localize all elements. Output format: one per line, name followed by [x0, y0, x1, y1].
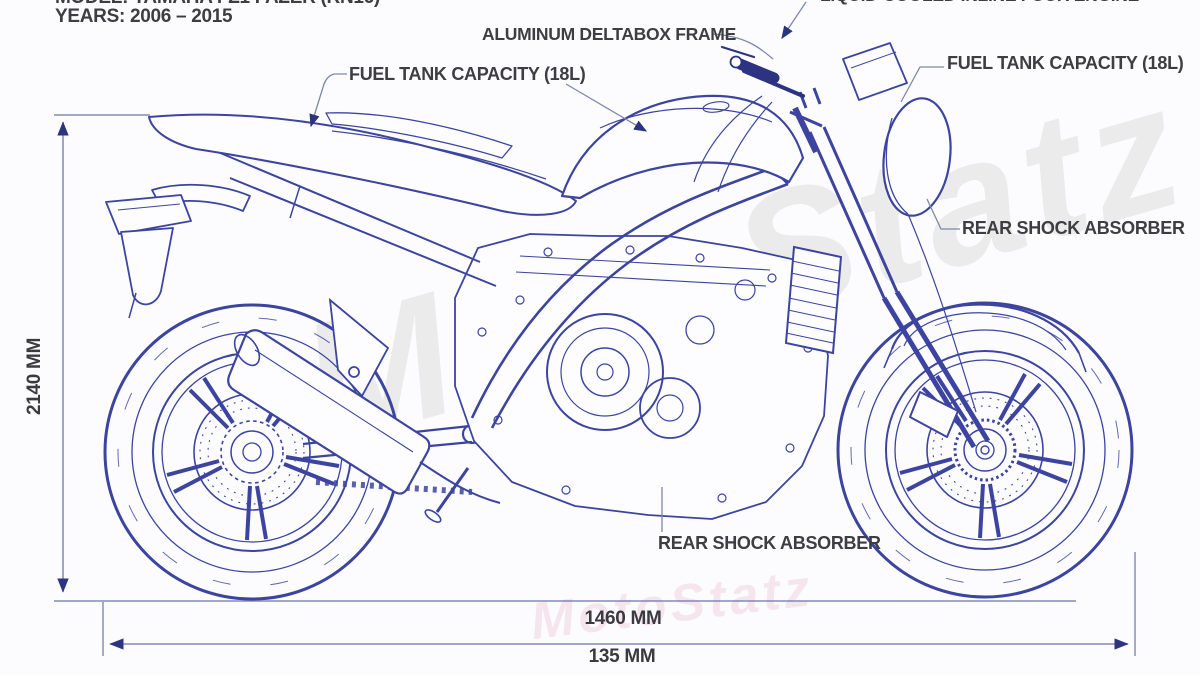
tail-light-and-fender [105, 183, 251, 319]
subframe-tubes [217, 151, 497, 287]
control-cables [693, 95, 977, 413]
front-forks [789, 87, 991, 449]
callout-fuel-tank-left: FUEL TANK CAPACITY (18L) [349, 64, 586, 84]
instrument-cluster [842, 42, 908, 101]
model-title: MODEL: YAMAHA FZ1 FAZER (RN16) [55, 0, 380, 9]
callout-shock-bottom: REAR SHOCK ABSORBER [658, 533, 881, 553]
callout-engine: LIQUID-COOLED INLINE FOUR ENGINE [820, 0, 1139, 6]
front-fender [883, 303, 1087, 373]
handlebar [720, 45, 805, 98]
rear-wheel [103, 303, 401, 601]
dimension-vertical-label: 2140 MM [24, 337, 45, 415]
exhaust-muffler [227, 329, 501, 504]
callout-fuel-tank-right: FUEL TANK CAPACITY (18L) [947, 53, 1184, 73]
fuel-tank [560, 94, 805, 200]
dimension-bottom-label: 135 MM [588, 646, 656, 667]
model-years: YEARS: 2006 – 2015 [55, 6, 233, 27]
callout-leader-lines [309, 1, 960, 532]
brake-caliper [909, 391, 959, 438]
engine-block [454, 233, 829, 520]
dimension-length-label: 1460 MM [584, 608, 662, 629]
footpeg-bracket [328, 297, 390, 398]
radiator [784, 245, 843, 355]
headlight-shell [882, 97, 952, 217]
dimension-lines [54, 114, 1136, 656]
seat-tail-unit [148, 112, 577, 216]
front-wheel [836, 301, 1134, 599]
callout-frame: ALUMINUM DELTABOX FRAME [482, 24, 736, 44]
callout-shock-right: REAR SHOCK ABSORBER [962, 218, 1185, 238]
